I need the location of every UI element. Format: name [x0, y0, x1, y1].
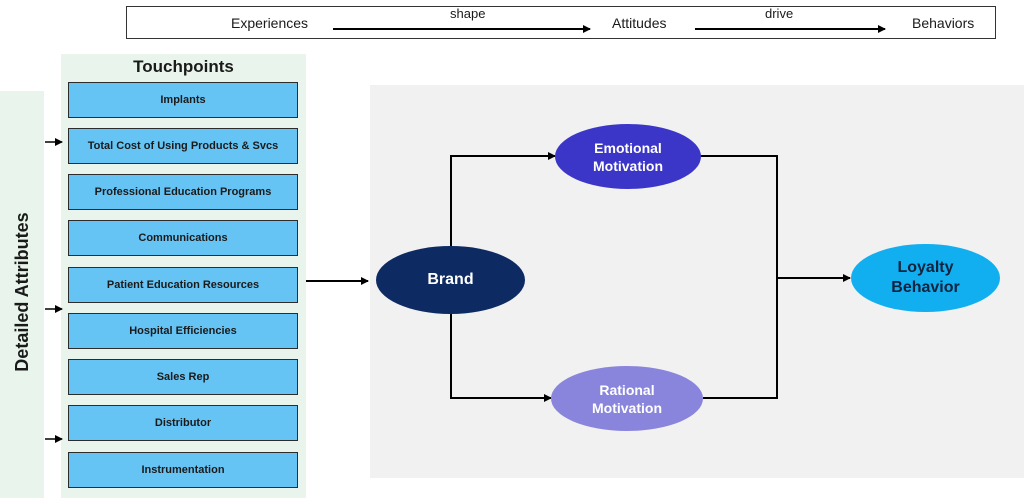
loyalty-behavior-label: Loyalty Behavior: [891, 259, 960, 296]
flow-shape: shape: [450, 6, 486, 21]
brand-to-emotional-arrow: [450, 152, 556, 246]
rational-motivation-node: Rational Motivation: [551, 366, 703, 431]
touchpoint-label: Communications: [138, 231, 228, 244]
touchpoint-hospital-efficiencies: Hospital Efficiencies: [68, 313, 298, 349]
touchpoint-label: Sales Rep: [156, 370, 210, 383]
touchpoint-total-cost: Total Cost of Using Products & Svcs: [68, 128, 298, 164]
flow-experiences: Experiences: [231, 15, 309, 31]
touchpoint-label: Implants: [160, 93, 206, 106]
touchpoint-professional-education: Professional Education Programs: [68, 174, 298, 210]
flow-attitudes: Attitudes: [612, 15, 667, 31]
flow-behaviors: Behaviors: [912, 15, 975, 31]
attributes-panel: [0, 91, 44, 498]
touchpoint-instrumentation: Instrumentation: [68, 452, 298, 488]
touchpoint-implants: Implants: [68, 82, 298, 118]
touchpoint-distributor: Distributor: [68, 405, 298, 441]
emotional-motivation-label: Emotional Motivation: [593, 139, 663, 174]
touchpoint-patient-education: Patient Education Resources: [68, 267, 298, 303]
touchpoint-label: Total Cost of Using Products & Svcs: [87, 139, 279, 152]
rational-motivation-label: Rational Motivation: [592, 381, 662, 416]
brand-to-rational-arrow: [450, 314, 552, 402]
merge-connector: [700, 155, 778, 399]
brand-label: Brand: [427, 271, 474, 288]
touchpoint-label: Instrumentation: [141, 463, 225, 476]
flow-strip: [126, 6, 996, 39]
touchpoints-title: Touchpoints: [133, 57, 234, 76]
emotional-motivation-node: Emotional Motivation: [555, 124, 701, 189]
touchpoint-label: Distributor: [154, 416, 212, 429]
loyalty-behavior-node: Loyalty Behavior: [851, 244, 1000, 312]
brand-node: Brand: [376, 246, 525, 314]
touchpoint-label: Professional Education Programs: [94, 185, 272, 198]
touchpoint-label: Hospital Efficiencies: [129, 324, 237, 337]
flow-drive: drive: [765, 6, 794, 21]
touchpoint-sales-rep: Sales Rep: [68, 359, 298, 395]
touchpoint-communications: Communications: [68, 220, 298, 256]
touchpoint-label: Patient Education Resources: [106, 278, 260, 291]
